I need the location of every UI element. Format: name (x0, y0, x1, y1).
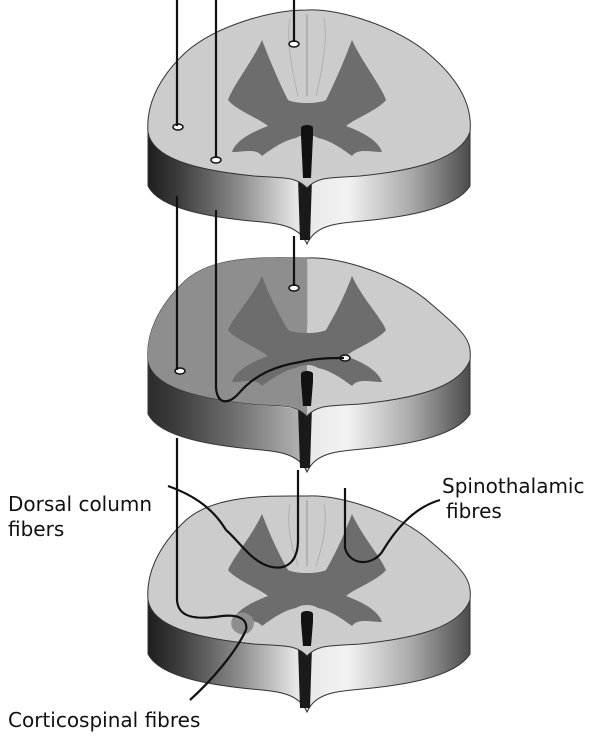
segment-bottom (148, 496, 471, 712)
segment-top-central-canal (301, 125, 313, 178)
segment-middle (148, 258, 471, 472)
spinothalamic-label-line1: Spinothalamic (442, 474, 584, 499)
dorsal-column-label: Dorsal column fibers (8, 492, 152, 542)
dorsal-column-label-line2: fibers (8, 517, 152, 542)
spinothalamic-label: Spinothalamic fibres (442, 474, 584, 524)
segment-middle-anterior-fissure-side (298, 406, 312, 468)
segment-middle-central-canal (301, 371, 313, 406)
segment-top (148, 10, 471, 244)
segment-bottom-central-canal (301, 611, 313, 646)
spinothalamic-label-line2: fibres (442, 499, 584, 524)
segment-top-anterior-fissure-side (298, 178, 312, 240)
segment-bottom-anterior-fissure-side (298, 646, 312, 708)
dorsal-column-label-line1: Dorsal column (8, 492, 152, 517)
corticospinal-label: Corticospinal fibres (8, 708, 200, 733)
